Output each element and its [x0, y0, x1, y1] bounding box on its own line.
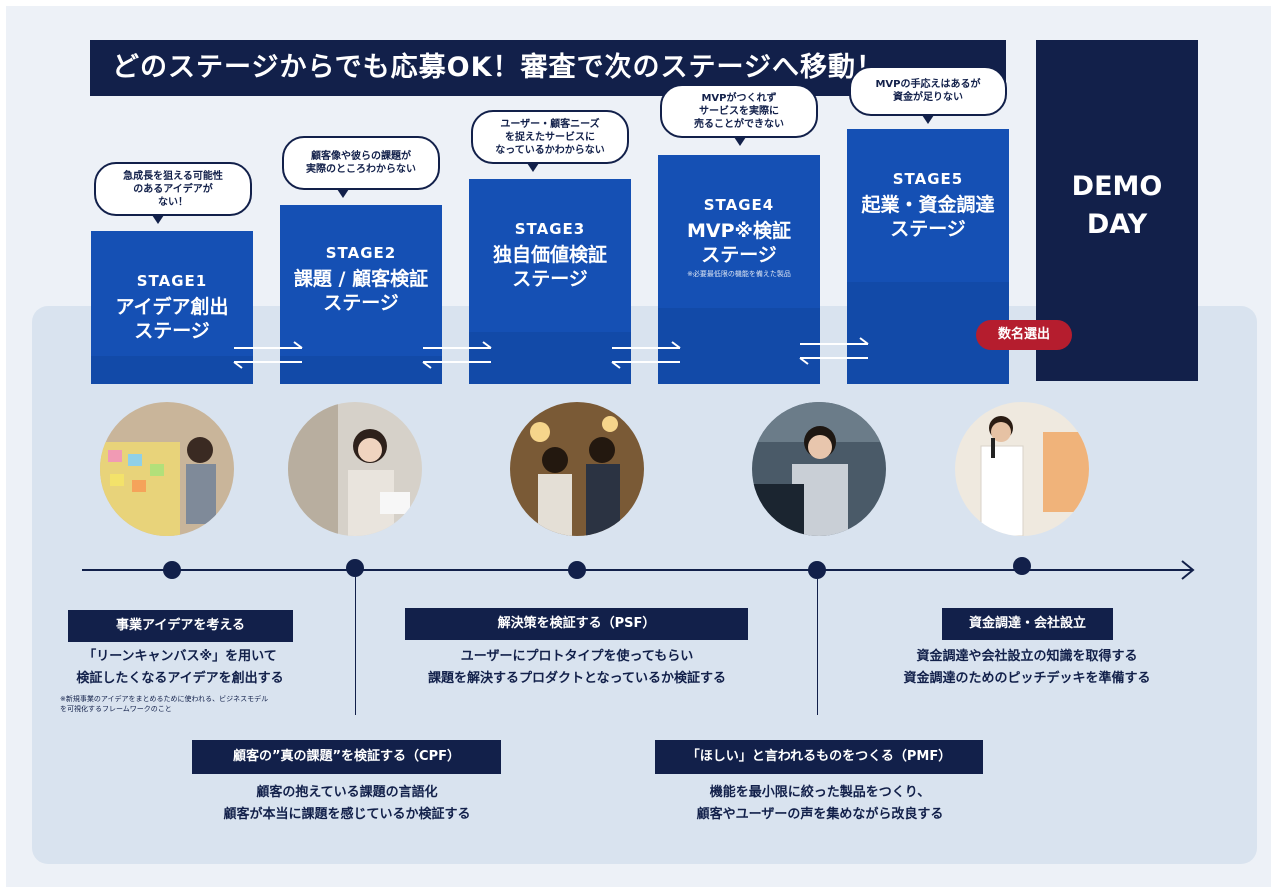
- exchange-arrows-icon: [233, 341, 303, 369]
- stage-4-bubble-tail: [734, 137, 746, 146]
- stage-2-bubble-tail: [337, 189, 349, 198]
- milestone-idea-title: 事業アイデアを考える: [68, 610, 293, 642]
- stage-3-photo: [510, 402, 644, 536]
- milestone-idea-note: ※新規事業のアイデアをまとめるために使われる、ビジネスモデル を可視化するフレー…: [60, 695, 269, 713]
- demo-day-line1: DEMO: [1071, 171, 1163, 202]
- stage-4-photo: [752, 402, 886, 536]
- connector-line: [817, 579, 818, 715]
- stage-2-name-line1: 課題 / 顧客検証: [293, 268, 429, 290]
- stage-4-footnote: ※必要最低限の機能を備えた製品: [687, 270, 791, 278]
- stage-5-bubble: MVPの手応えはあるが 資金が足りない: [849, 66, 1007, 116]
- stage-4-bubble: MVPがつくれず サービスを実際に 売ることができない: [660, 84, 818, 138]
- stage-1-box: STAGE1 アイデア創出 ステージ: [91, 231, 253, 384]
- milestone-psf-desc: ユーザーにプロトタイプを使ってもらい 課題を解決するプロダクトとなっているか検証…: [428, 649, 726, 686]
- stage-4-name-line2: ステージ: [701, 244, 777, 266]
- demo-day-line2: DAY: [1086, 209, 1148, 240]
- stage-2-box: STAGE2 課題 / 顧客検証 ステージ: [280, 205, 442, 384]
- stage-2-label: STAGE2: [325, 244, 397, 262]
- stage-2-bubble: 顧客像や彼らの課題が 実際のところわからない: [282, 136, 440, 190]
- stage-1-bubble-tail: [152, 215, 164, 224]
- stage-2-photo: [288, 402, 422, 536]
- stage-4-name-line1: MVP※検証: [686, 220, 791, 242]
- stage-3-bubble-tail: [527, 163, 539, 172]
- timeline-node: [568, 561, 586, 579]
- stage-5-bubble-tail: [922, 115, 934, 124]
- milestone-funding-desc: 資金調達や会社設立の知識を取得する 資金調達のためのピッチデッキを準備する: [903, 649, 1151, 686]
- timeline-node: [808, 561, 826, 579]
- stage-1-label: STAGE1: [136, 272, 208, 290]
- milestone-cpf-desc: 顧客の抱えている課題の言語化 顧客が本当に課題を感じているか検証する: [223, 785, 471, 822]
- stage-3-box: STAGE3 独自価値検証 ステージ: [469, 179, 631, 384]
- exchange-arrows-icon: [422, 341, 492, 369]
- stage-1-photo: [100, 402, 234, 536]
- selection-badge: 数名選出: [976, 320, 1072, 350]
- stage-5-name-line2: ステージ: [890, 218, 966, 240]
- connector-line: [355, 577, 356, 715]
- milestone-pmf-title: 「ほしい」と言われるものをつくる（PMF）: [655, 740, 983, 774]
- timeline-node: [163, 561, 181, 579]
- milestone-idea-desc: 「リーンキャンバス※」を用いて 検証したくなるアイデアを創出する: [76, 649, 284, 686]
- stage-1-name-line1: アイデア創出: [115, 296, 229, 318]
- stage-5-name-line1: 起業・資金調達: [861, 194, 995, 216]
- milestone-funding-title: 資金調達・会社設立: [942, 608, 1113, 640]
- stage-3-name-line2: ステージ: [512, 268, 588, 290]
- stage-1-bubble: 急成長を狙える可能性 のあるアイデアが ない！: [94, 162, 252, 216]
- stage-5-label: STAGE5: [892, 170, 964, 188]
- stage-4-label: STAGE4: [703, 196, 775, 214]
- timeline-panel: [32, 306, 1257, 864]
- stage-4-box: STAGE4 MVP※検証 ステージ ※必要最低限の機能を備えた製品: [658, 155, 820, 384]
- stage-1-name-line2: ステージ: [134, 320, 210, 342]
- milestone-cpf-title: 顧客の”真の課題”を検証する（CPF）: [192, 740, 501, 774]
- stage-3-bubble: ユーザー・顧客ニーズ を捉えたサービスに なっているかわからない: [471, 110, 629, 164]
- milestone-psf-title: 解決策を検証する（PSF）: [405, 608, 748, 640]
- stage-3-label: STAGE3: [514, 220, 586, 238]
- timeline-node: [346, 559, 364, 577]
- exchange-arrows-icon: [799, 337, 869, 365]
- exchange-arrows-icon: [611, 341, 681, 369]
- timeline-node: [1013, 557, 1031, 575]
- stage-3-name-line1: 独自価値検証: [492, 244, 607, 266]
- stage-5-photo: [955, 402, 1089, 536]
- stage-2-name-line2: ステージ: [323, 292, 399, 314]
- milestone-pmf-desc: 機能を最小限に絞った製品をつくり、 顧客やユーザーの声を集めながら改良する: [696, 785, 944, 822]
- timeline-arrow-icon: [82, 560, 1195, 580]
